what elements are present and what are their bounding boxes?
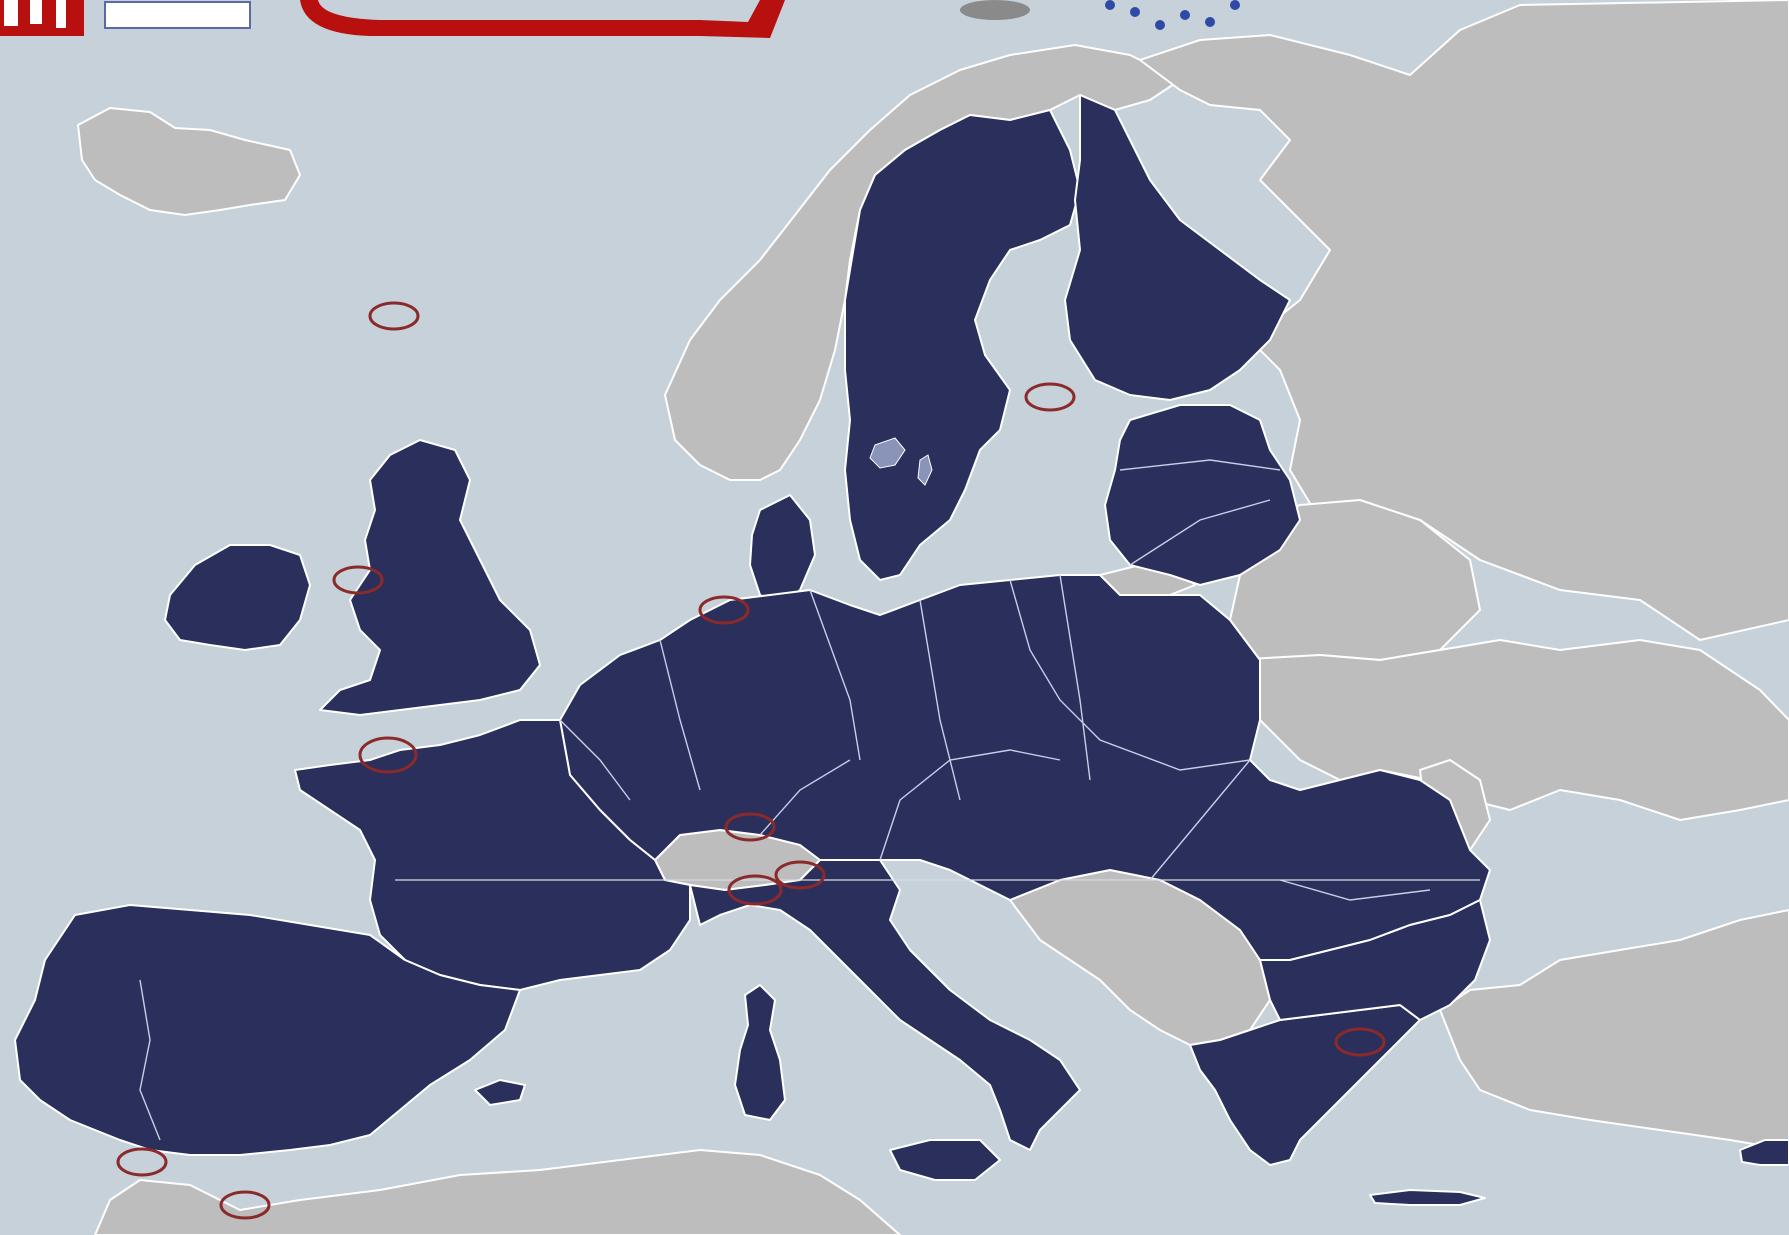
north-africa <box>94 1149 901 1235</box>
romania-bulgaria <box>1259 899 1491 1021</box>
emblem-icon <box>960 0 1030 20</box>
marker-channel-islands <box>358 736 418 774</box>
marker-mount-athos <box>1334 1027 1386 1057</box>
border-lines <box>139 459 1431 1141</box>
marker-gibraltar <box>116 1147 168 1177</box>
marker-livigno <box>774 860 826 890</box>
cyprus <box>1739 1139 1789 1166</box>
eu-stars-icon <box>1105 0 1240 30</box>
header-artifacts <box>0 0 1240 38</box>
sicily <box>889 1139 1001 1181</box>
marker-aland <box>1024 382 1076 412</box>
ireland <box>164 544 311 651</box>
iceland <box>77 107 301 216</box>
lake-vanern <box>869 437 906 469</box>
crete <box>1369 1189 1486 1206</box>
lake-vattern <box>917 454 933 486</box>
marker-busingen <box>724 812 776 842</box>
corsica-sardinia <box>734 984 786 1121</box>
finland <box>1064 94 1291 401</box>
balearic-islands <box>474 1079 526 1106</box>
header-banner-inner <box>318 0 760 22</box>
turkey <box>1439 909 1789 1151</box>
marker-heligoland <box>698 595 750 625</box>
marker-isle-of-man <box>332 565 384 595</box>
marker-faroe <box>368 301 420 331</box>
seal-icon <box>104 1 251 29</box>
italy <box>689 859 1081 1151</box>
marker-ceuta <box>219 1190 271 1220</box>
sweden <box>844 109 1081 581</box>
marker-campione <box>727 874 783 906</box>
baltic-states <box>1104 404 1301 586</box>
territory-markers <box>116 301 1386 1220</box>
